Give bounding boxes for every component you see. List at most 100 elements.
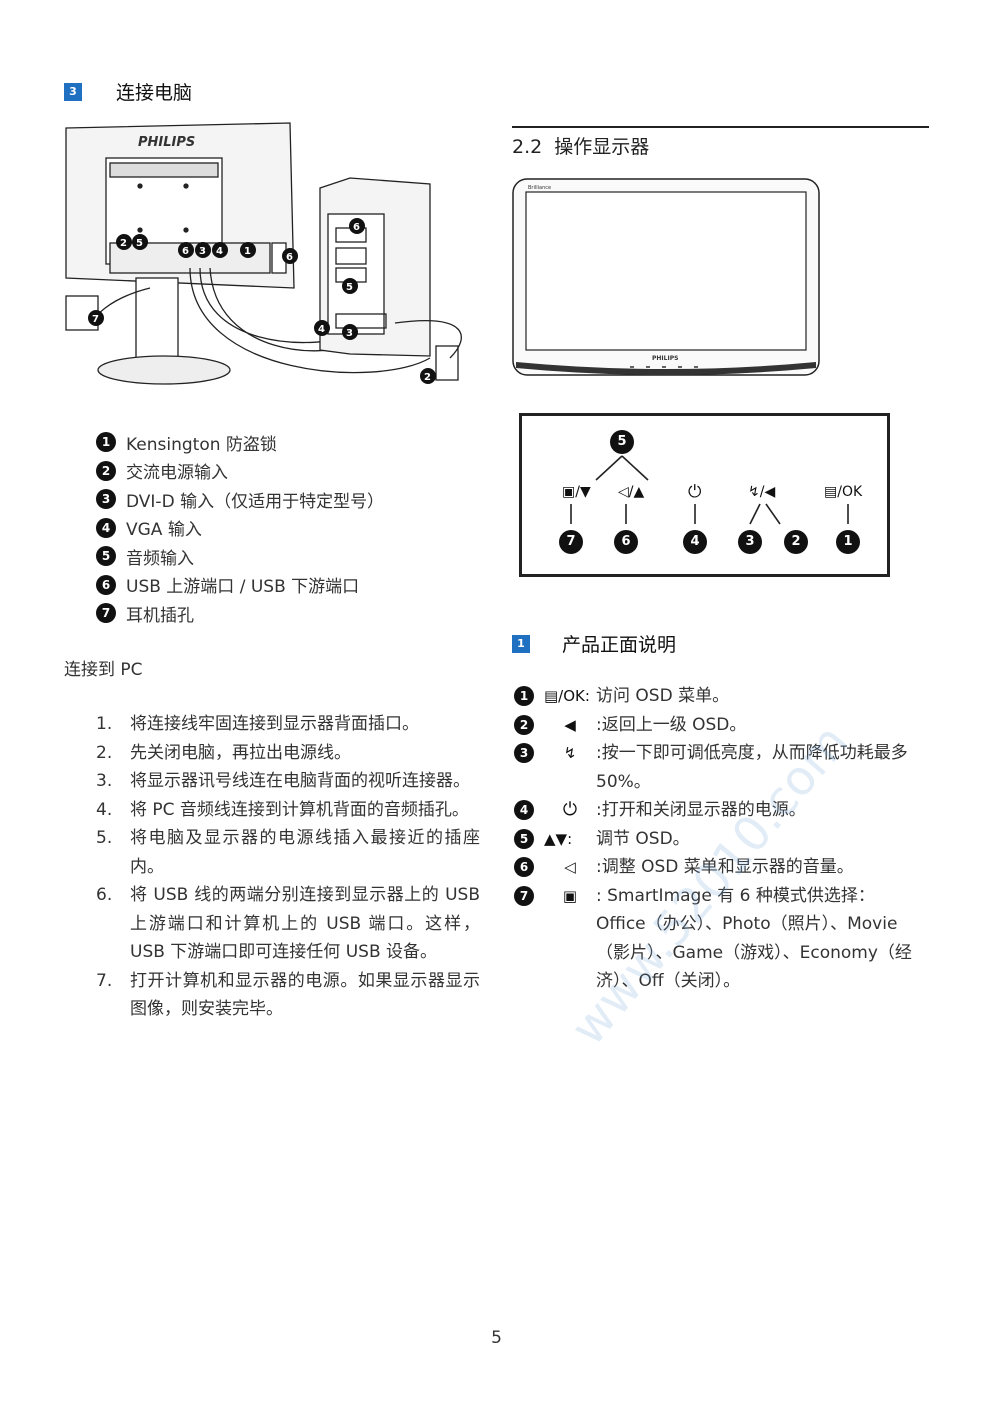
callout-badge: 2 <box>514 714 534 735</box>
step-text: 将连接线牢固连接到显示器背面插口。 <box>130 714 419 734</box>
function-text: 访问 OSD 菜单。 <box>596 686 730 706</box>
step-text: 将 PC 音频线连接到计算机背面的音频插孔。 <box>130 799 469 820</box>
volume-icon: ◁ <box>564 858 576 876</box>
legend-label: 音频输入 <box>126 548 194 569</box>
callout-badge: 6 <box>614 530 638 554</box>
section-number-badge: 3 <box>64 82 82 101</box>
svg-text:6: 6 <box>182 246 189 257</box>
callout-badge: 5 <box>96 546 116 567</box>
step-item: 2. 先关闭电脑，再拉出电源线。 <box>96 739 480 768</box>
power-icon: ⏻ <box>688 482 702 502</box>
page-number: 5 <box>491 1328 502 1348</box>
svg-text:6: 6 <box>353 222 360 233</box>
function-text: :按一下即可调低亮度，从而降低功耗最多 50%。 <box>596 743 908 792</box>
operate-heading: 2.2 操作显示器 <box>512 136 650 158</box>
monitor-brand-label: PHILIPS <box>652 355 678 362</box>
connect-heading: 连接到 PC <box>64 660 143 680</box>
section-heading-connect: 3 连接电脑 <box>64 78 192 105</box>
step-item: 7. 打开计算机和显示器的电源。如果显示器显示图像，则安装完毕。 <box>96 967 480 1024</box>
step-item: 1. 将连接线牢固连接到显示器背面插口。 <box>96 710 480 739</box>
step-text: 将显示器讯号线连在电脑背面的视听连接器。 <box>130 771 470 791</box>
function-item: 1▤/OK:访问 OSD 菜单。 <box>514 682 924 711</box>
svg-text:3: 3 <box>199 246 206 257</box>
svg-text:2: 2 <box>120 238 127 249</box>
legend-label: DVI-D 输入（仅适用于特定型号） <box>126 491 385 512</box>
section-title: 产品正面说明 <box>562 634 677 656</box>
legend-label: 交流电源输入 <box>126 463 228 484</box>
heading-rule <box>512 126 929 128</box>
step-number: 7. <box>96 970 113 991</box>
legend-item: 3 DVI-D 输入（仅适用于特定型号） <box>96 485 496 514</box>
step-number: 1. <box>96 714 113 734</box>
power-sensor-icon: ↯ <box>563 744 577 762</box>
svg-text:5: 5 <box>346 282 353 293</box>
function-item: 6 ◁ :调整 OSD 菜单和显示器的音量。 <box>514 853 924 882</box>
svg-text:1: 1 <box>244 246 251 257</box>
callout-badge: 3 <box>514 743 534 763</box>
callout-badge: 4 <box>96 517 116 538</box>
section-number-badge: 1 <box>512 634 530 653</box>
callout-badge: 5 <box>610 430 634 454</box>
step-text: 打开计算机和显示器的电源。如果显示器显示图像，则安装完毕。 <box>130 970 480 1020</box>
function-text: : SmartImage 有 6 种模式供选择：Office（办公）、Photo… <box>596 885 912 992</box>
menu-ok-icon: ▤/OK <box>824 484 863 500</box>
section-heading-front: 1 产品正面说明 <box>512 630 676 657</box>
step-number: 3. <box>96 771 113 791</box>
function-text: 调节 OSD。 <box>596 828 690 849</box>
svg-text:6: 6 <box>286 252 293 263</box>
legend-item: 4 VGA 输入 <box>96 514 496 543</box>
diagram-callouts: 2 5 6 3 4 1 6 7 6 5 4 3 2 <box>88 218 436 384</box>
connection-diagram: PHILIPS 2 5 6 3 4 1 6 7 6 5 4 3 2 <box>65 122 462 385</box>
function-item: 7 ▣ : SmartImage 有 6 种模式供选择：Office（办公）、Pho… <box>514 882 924 996</box>
callout-badge: 7 <box>96 603 116 624</box>
smartimage-icon: ▣ <box>562 886 578 905</box>
callout-badge: 7 <box>514 885 534 906</box>
callout-badge: 2 <box>784 530 808 554</box>
monitor-front-illustration: Brilliance PHILIPS <box>512 178 820 376</box>
function-list: 1▤/OK:访问 OSD 菜单。 2◀:返回上一级 OSD。 3 ↯ :按一下即可调… <box>514 682 924 996</box>
callout-badge: 2 <box>96 460 116 481</box>
svg-text:7: 7 <box>92 314 99 325</box>
callout-badge: 6 <box>514 857 534 877</box>
step-number: 5. <box>96 828 113 848</box>
svg-text:4: 4 <box>216 246 223 257</box>
callout-badge: 7 <box>559 530 583 554</box>
panel-lines <box>570 455 849 525</box>
step-item: 5. 将电脑及显示器的电源线插入最接近的插座内。 <box>96 824 480 881</box>
svg-text:5: 5 <box>136 238 143 249</box>
step-text: 先关闭电脑，再拉出电源线。 <box>130 742 351 763</box>
brand-logo: PHILIPS <box>138 135 195 150</box>
smartimage-down-icon: ▣/▼ <box>562 484 591 500</box>
steps-list: 1. 将连接线牢固连接到显示器背面插口。 2. 先关闭电脑，再拉出电源线。 3. 将显… <box>96 710 480 1024</box>
callout-badge: 5 <box>514 828 534 849</box>
step-number: 4. <box>96 799 113 820</box>
section-title: 连接电脑 <box>116 82 193 104</box>
callout-badge: 4 <box>514 800 534 820</box>
callout-badge: 6 <box>96 574 116 595</box>
up-down-icon: ▲▼: <box>544 829 573 848</box>
callout-badge: 3 <box>738 530 762 554</box>
button-panel-diagram: 5 ▣/▼ ◁/▲ ⏻ ↯/◀ ▤/OK 7 6 4 3 2 1 <box>519 413 890 577</box>
legend-item: 2 交流电源输入 <box>96 457 496 486</box>
power-icon: ⏻ <box>562 799 578 820</box>
function-text: :调整 OSD 菜单和显示器的音量。 <box>596 857 854 877</box>
legend-label: 耳机插孔 <box>126 605 194 626</box>
monitor-model-label: Brilliance <box>528 185 551 191</box>
step-text: 将电脑及显示器的电源线插入最接近的插座内。 <box>130 828 480 877</box>
step-item: 6.将 USB 线的两端分别连接到显示器上的 USB 上游端口和计算机上的 US… <box>96 881 480 967</box>
function-item: 4⏻:打开和关闭显示器的电源。 <box>514 796 924 825</box>
function-item: 5 ▲▼: 调节 OSD。 <box>514 825 924 854</box>
step-number: 2. <box>96 742 113 763</box>
svg-text:3: 3 <box>346 328 353 339</box>
legend-label: VGA 输入 <box>126 520 202 541</box>
volume-up-icon: ◁/▲ <box>618 484 645 500</box>
legend-item: 7 耳机插孔 <box>96 599 496 628</box>
step-item: 3. 将显示器讯号线连在电脑背面的视听连接器。 <box>96 767 480 796</box>
function-item: 2◀:返回上一级 OSD。 <box>514 711 924 740</box>
callout-badge: 3 <box>96 489 116 510</box>
svg-text:2: 2 <box>424 372 431 383</box>
step-item: 4. 将 PC 音频线连接到计算机背面的音频插孔。 <box>96 796 480 825</box>
function-item: 3 ↯ :按一下即可调低亮度，从而降低功耗最多 50%。 <box>514 739 924 796</box>
legend-item: 5 音频输入 <box>96 542 496 571</box>
